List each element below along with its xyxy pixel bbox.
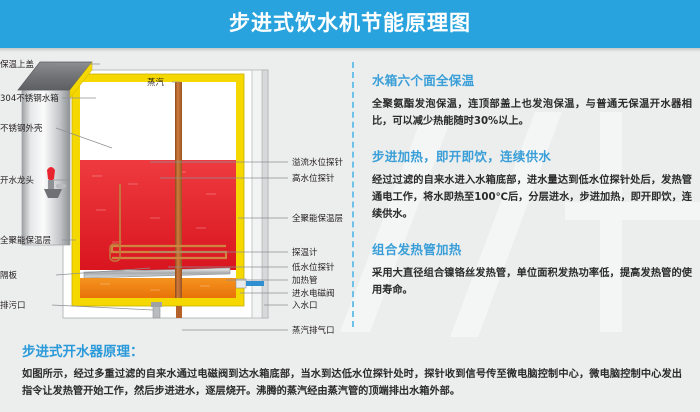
right-label-7: 入水口 [292, 300, 318, 311]
left-label-5: 隔板 [0, 270, 18, 281]
water-heater-diagram: 蒸汽 [0, 52, 352, 336]
stainless-cylinder [17, 61, 93, 246]
right-label-1: 高水位探针 [292, 173, 335, 184]
principle-block: 步进式开水器原理： 如图所示，经过多重过滤的自来水通过电磁阀到达水箱底部，当水到… [22, 340, 682, 400]
section-body-1: 经过过滤的自来水进入水箱底部，进水量达到低水位探针处后，发热管通电工作，将水即热… [372, 175, 692, 220]
info-panel: 水箱六个面全保温 全聚氨酯发泡保温，连顶部盖上也发泡保温，与普通无保温开水器相比… [372, 70, 692, 315]
right-leader-lines [150, 161, 288, 331]
section-body-2: 采用大直径组合镍铬丝发热管，单位面积发热功率低，提高发热管的使用寿命。 [372, 268, 692, 296]
right-label-5: 加热管 [292, 275, 318, 286]
inlet-assembly [235, 278, 264, 289]
heating-element [109, 243, 228, 262]
principle-body: 如图所示，经过多重过滤的自来水通过电磁阀到达水箱底部，当水到达低水位探针处时，探… [22, 369, 682, 397]
section-heading-1: 步进加热，即开即饮，连续供水 [372, 149, 552, 164]
right-label-4: 低水位探针 [292, 262, 335, 273]
info-section-0: 水箱六个面全保温 全聚氨酯发泡保温，连顶部盖上也发泡保温，与普通无保温开水器相比… [372, 70, 692, 130]
steam-exhaust-outlet [176, 306, 182, 318]
left-label-texts: 保温上盖 304不锈钢水箱 不锈钢外壳 开水龙头 全聚能保温层 隔板 排污口 [0, 59, 59, 311]
title-banner: 步进式饮水机节能原理图 [0, 0, 700, 48]
right-label-6: 进水电磁阀 [292, 288, 335, 299]
left-label-3: 开水龙头 [0, 175, 35, 186]
faucet[interactable] [44, 167, 66, 198]
left-leader-lines [51, 63, 154, 311]
section-heading-2: 组合发热管加热 [372, 242, 462, 257]
drain-outlet [151, 302, 162, 319]
steam-label: 蒸汽 [147, 77, 165, 88]
left-label-0: 保温上盖 [0, 59, 35, 70]
hot-water-chamber [80, 160, 236, 270]
steam-label-group: 蒸汽 [147, 77, 180, 88]
principle-heading: 步进式开水器原理： [22, 344, 144, 360]
right-label-2: 全聚能保温层 [292, 213, 343, 224]
right-label-0: 溢流水位探针 [292, 157, 344, 168]
cold-water-chamber [80, 278, 236, 298]
vertical-dashed-divider [352, 62, 354, 327]
right-label-texts: 溢流水位探针 高水位探针 全聚能保温层 探温计 低水位探针 加热管 进水电磁阀 … [292, 157, 344, 336]
right-label-3: 探温计 [292, 247, 318, 258]
page-body: 蒸汽 [0, 52, 700, 412]
section-body-0: 全聚氨酯发泡保温，连顶部盖上也发泡保温，与普通无保温开水器相比，可以减少热能随时… [372, 99, 692, 127]
left-label-1: 304不锈钢水箱 [0, 93, 59, 104]
left-label-4: 全聚能保温层 [0, 235, 51, 246]
page-title: 步进式饮水机节能原理图 [229, 11, 471, 35]
info-section-1: 步进加热，即开即饮，连续供水 经过过滤的自来水进入水箱底部，进水量达到低水位探针… [372, 146, 692, 223]
left-label-2: 不锈钢外壳 [0, 123, 43, 134]
section-heading-0: 水箱六个面全保温 [372, 73, 475, 88]
left-label-6: 排污口 [0, 300, 26, 311]
info-section-2: 组合发热管加热 采用大直径组合镍铬丝发热管，单位面积发热功率低，提高发热管的使用… [372, 239, 692, 299]
right-label-8: 蒸汽排气口 [292, 325, 335, 336]
banner-shadow [0, 48, 700, 52]
